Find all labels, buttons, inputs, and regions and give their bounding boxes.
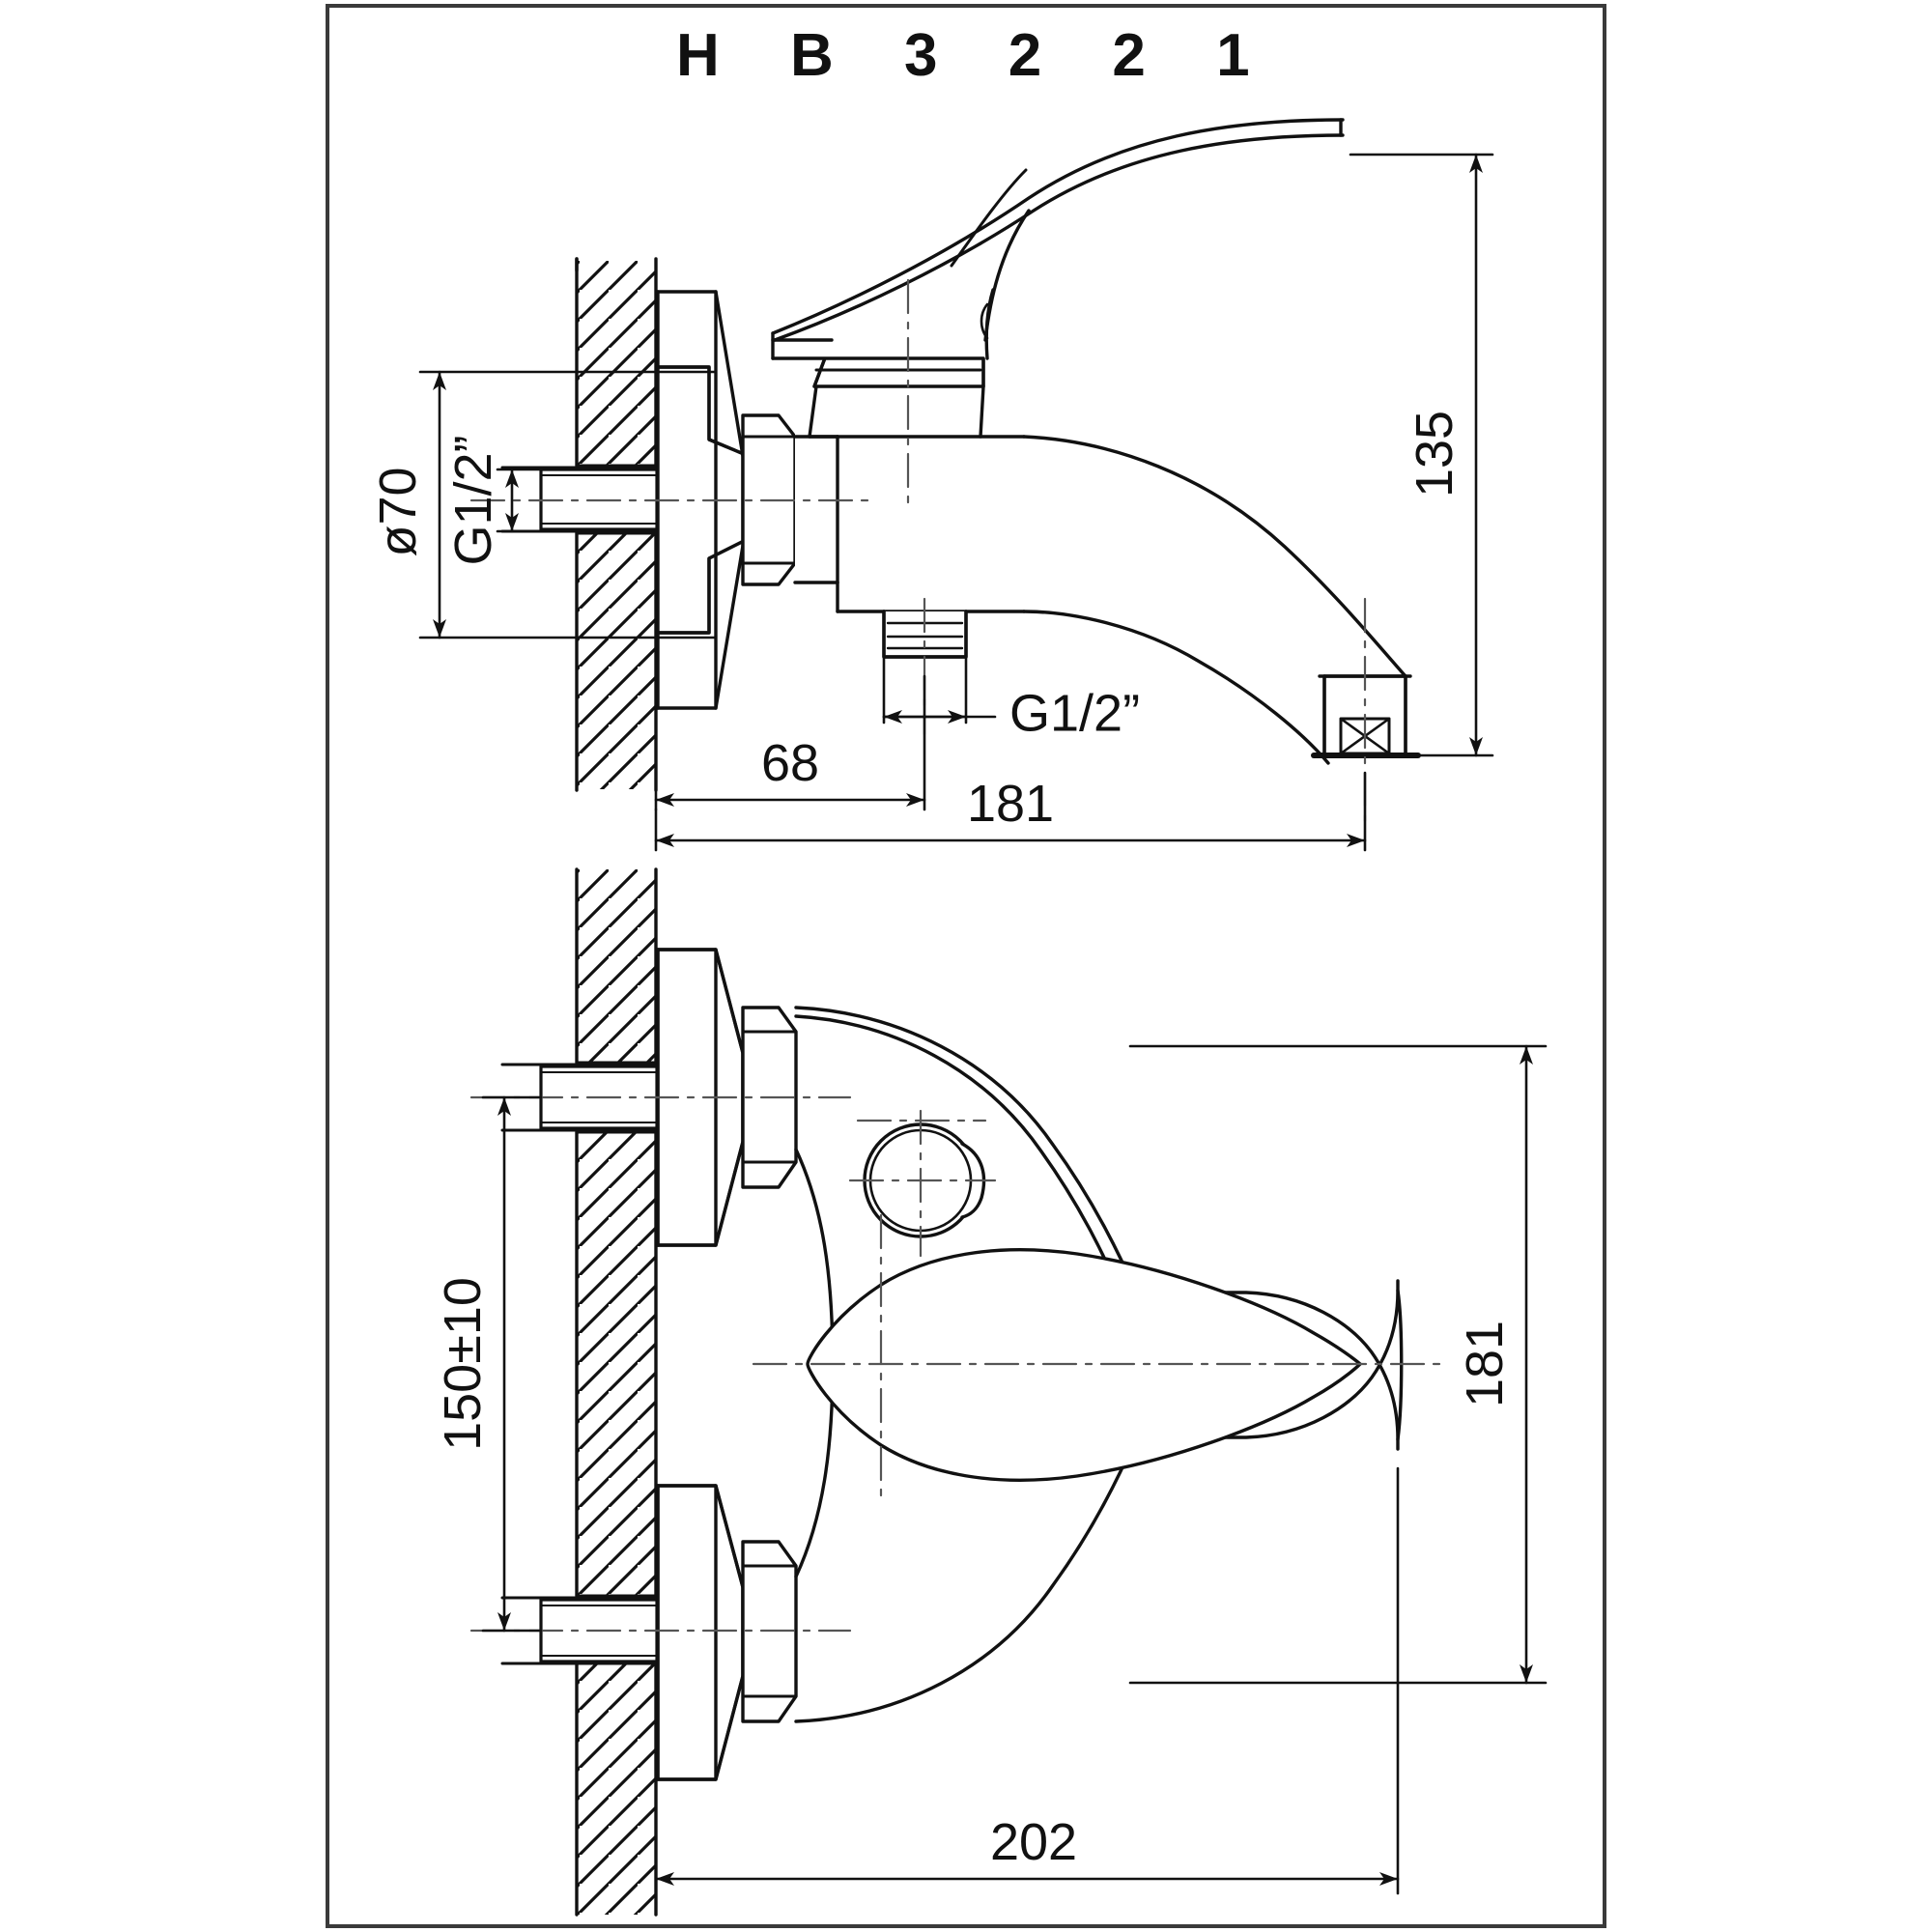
dimension-length202: [654, 1466, 1400, 1895]
lever-handle-upper: [771, 118, 1345, 360]
dimension-centers150: [481, 1095, 543, 1633]
dim-label-centers150: 150±10: [434, 1277, 492, 1451]
wall-section-upper: [575, 257, 658, 792]
sheet-border: [326, 4, 1606, 1928]
side-elevation-view: [418, 118, 1494, 852]
dimension-thread-bottom: [882, 655, 997, 724]
front-elevation-view: [469, 867, 1548, 1917]
dim-label-offset68: 68: [761, 734, 819, 792]
lever-handle-lower: [806, 1248, 1362, 1482]
dim-label-thread-bottom: G1/2”: [1009, 684, 1140, 742]
page-title: H B 3 2 2 1: [676, 22, 1277, 89]
dim-label-length202: 202: [990, 1813, 1077, 1871]
dim-label-reach181: 181: [967, 775, 1054, 833]
dim-label-height135: 135: [1406, 411, 1463, 497]
dimension-labels: ø70 G1/2” 135 G1/2” 68 181 150±10 181 20…: [369, 411, 1514, 1871]
dimension-width181: [1128, 1044, 1548, 1685]
dimension-offset68: [654, 674, 926, 811]
wall-section-lower: [575, 867, 658, 1917]
dimension-thread-top: [496, 468, 582, 533]
escutcheon-cone-top-lower: [656, 948, 745, 1247]
escutcheon-cone-bottom-lower: [656, 1484, 745, 1781]
dim-label-thread-top: G1/2”: [444, 435, 502, 565]
shower-outlet-upper: [882, 610, 968, 659]
dimension-dia70: [418, 370, 717, 639]
dim-label-width181: 181: [1456, 1321, 1514, 1407]
dimension-reach181: [654, 771, 1367, 852]
dim-label-dia70: ø70: [369, 467, 427, 556]
dimension-height135: [1349, 153, 1494, 757]
